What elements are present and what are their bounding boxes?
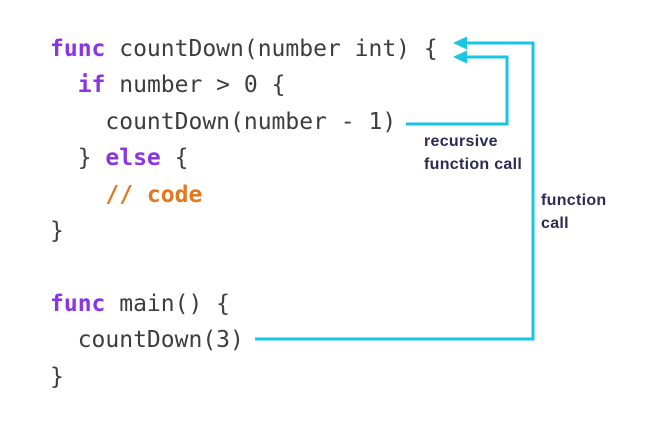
code-line: // code [50,177,438,213]
recursive-call-arrowhead-icon [453,50,467,64]
code-text: { [160,145,189,172]
function-call-arrowhead-icon [453,36,467,50]
code-text [50,72,78,98]
code-text: } [50,363,64,390]
code-keyword: else [105,145,161,172]
code-keyword: if [77,72,106,99]
recursive-call-label: recursive function call [424,130,522,176]
code-text: main() { [105,290,231,317]
code-text [50,182,105,208]
code-line: } else { [50,140,438,176]
code-line: func countDown(number int) { [50,31,438,67]
code-line: countDown(3) [50,322,438,358]
code-line: } [50,359,438,395]
code-text: } [50,217,64,244]
code-line: if number > 0 { [50,67,438,103]
code-text: number > 0 { [105,72,286,99]
code-comment: // code [105,181,203,208]
code-text: countDown(3) [50,327,244,354]
function-call-label-line2: call [541,215,569,232]
function-call-label-line1: function [541,192,607,209]
recursive-call-label-line2: function call [424,156,523,173]
code-line: countDown(number - 1) [50,104,438,140]
recursive-call-label-line1: recursive [424,133,498,150]
code-text: } [50,145,106,172]
code-text: countDown(number int) { [105,36,438,62]
code-keyword: func [50,290,106,317]
code-line: } [50,213,438,249]
code-line: func main() { [50,286,438,322]
function-call-label: function call [541,189,607,235]
code-line [50,249,438,285]
code-block: func countDown(number int) { if number >… [50,31,438,395]
code-keyword: func [50,36,106,62]
code-text: countDown(number - 1) [50,108,397,135]
